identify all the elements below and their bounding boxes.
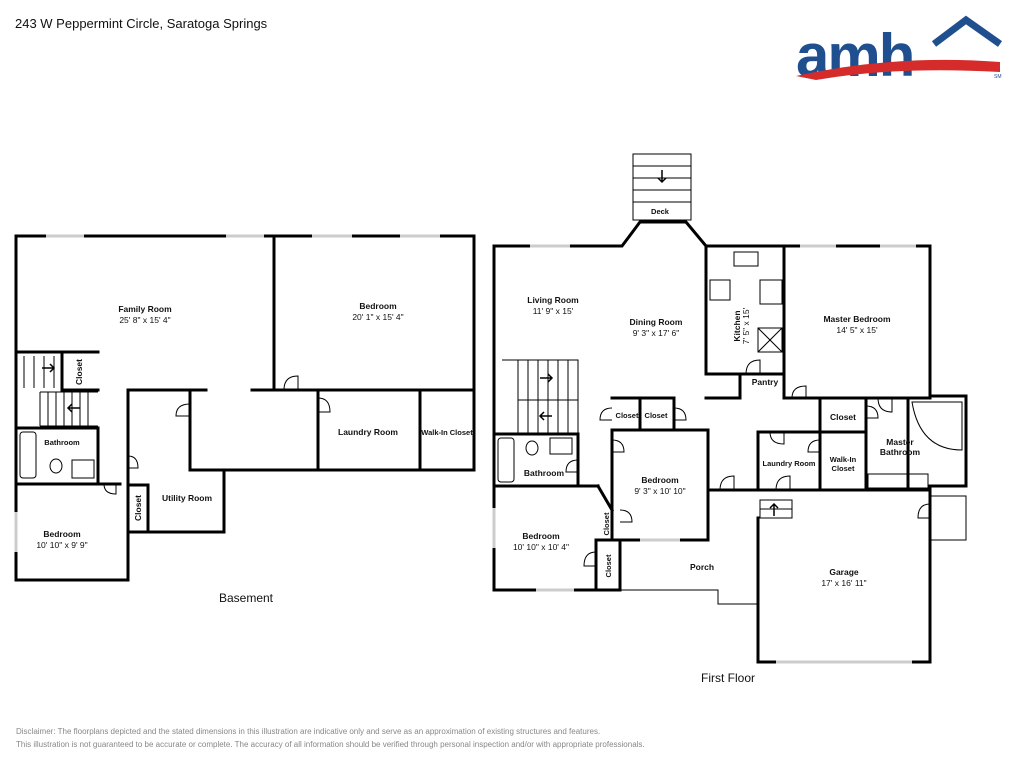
stair-arrow-icon [540, 373, 554, 383]
basement-bedroom-1-dim: 20' 1" x 15' 4" [352, 312, 403, 322]
logo-roof-icon [931, 15, 1003, 47]
disclaimer-line-1: Disclaimer: The floorplans depicted and … [16, 727, 601, 736]
basement-plan: Family Room 25' 8" x 15' 4" Bedroom 20' … [14, 234, 476, 605]
walk-in-closet-label-1: Walk-In [830, 455, 857, 464]
walk-in-closet-label-2: Closet [832, 464, 855, 473]
master-bedroom-dim: 14' 5" x 15' [836, 325, 878, 335]
master-sink-icon [867, 473, 929, 489]
basement-utility-room-label: Utility Room [162, 493, 212, 503]
basement-walk-in-closet-label: Walk-In Closet [421, 428, 473, 437]
dining-room-label: Dining Room [630, 317, 683, 327]
living-room-label: Living Room [527, 295, 579, 305]
dining-room-dim: 9' 3" x 17' 6" [633, 328, 680, 338]
closet-b-label: Closet [645, 411, 668, 420]
first-floor-plan: Deck Living Room 11' 9" x 15' Dining Roo… [492, 153, 968, 685]
bathtub-icon [19, 431, 37, 479]
property-address: 243 W Peppermint Circle, Saratoga Spring… [15, 16, 268, 31]
master-bathroom-label-2: Bathroom [880, 447, 921, 457]
first-floor-bedroom-2-dim: 10' 10" x 10' 4" [513, 542, 569, 552]
sink-icon [549, 437, 573, 455]
deck-label: Deck [651, 207, 670, 216]
stair-arrow-icon [769, 502, 779, 516]
bathtub-icon [497, 437, 515, 483]
master-tub-icon [911, 401, 963, 451]
kitchen-dim: 7' 5" x 15' [741, 307, 751, 344]
closet-c-label: Closet [830, 412, 856, 422]
basement-closet-2-label: Closet [133, 495, 143, 521]
logo-mark: SM [994, 74, 1002, 80]
first-floor-label: First Floor [701, 671, 755, 685]
pantry-label: Pantry [752, 377, 779, 387]
first-floor-bedroom-2-label: Bedroom [522, 531, 560, 541]
toilet-icon [49, 458, 63, 474]
porch-label: Porch [690, 562, 714, 572]
master-bathroom-label-1: Master [886, 437, 914, 447]
basement-family-room-label: Family Room [118, 304, 172, 314]
basement-laundry-room-label: Laundry Room [338, 427, 398, 437]
amh-logo: amh SM [796, 15, 1003, 80]
stair-arrow-icon [538, 411, 552, 421]
kitchen-label: Kitchen [732, 310, 742, 341]
fridge-icon [757, 327, 783, 353]
sink-icon [71, 459, 95, 479]
basement-bedroom-2-label: Bedroom [43, 529, 81, 539]
closet-e-label: Closet [604, 554, 613, 577]
logo-swoosh-icon [796, 59, 1000, 80]
master-bedroom-label: Master Bedroom [823, 314, 891, 324]
living-room-dim: 11' 9" x 15' [533, 306, 574, 316]
closet-d-label: Closet [602, 512, 611, 535]
disclaimer-line-2: This illustration is not guaranteed to b… [16, 740, 645, 749]
deck-stair-arrow-icon [657, 170, 667, 184]
basement-bedroom-1-label: Bedroom [359, 301, 397, 311]
first-floor-bedroom-1-dim: 9' 3" x 10' 10" [634, 486, 685, 496]
closet-a-label: Closet [616, 411, 639, 420]
basement-bedroom-2-dim: 10' 10" x 9' 9" [36, 540, 87, 550]
basement-stairs [23, 356, 98, 427]
stair-arrow-icon [42, 363, 56, 373]
toilet-icon [525, 440, 539, 456]
garage-dim: 17' x 16' 11" [821, 578, 866, 588]
kitchen-sink-icon [733, 251, 759, 267]
counter-icon [709, 279, 731, 301]
garage-label: Garage [829, 567, 859, 577]
first-floor-bedroom-1-label: Bedroom [641, 475, 679, 485]
stove-icon [759, 279, 783, 305]
basement-family-room-dim: 25' 8" x 15' 4" [119, 315, 170, 325]
basement-floor-label: Basement [219, 591, 274, 605]
first-floor-laundry-label: Laundry Room [763, 459, 816, 468]
stair-arrow-icon [66, 403, 80, 413]
first-floor-stairs [502, 359, 793, 519]
basement-closet-1-label: Closet [74, 359, 84, 385]
basement-bathroom-label: Bathroom [44, 438, 80, 447]
first-floor-bathroom-label: Bathroom [524, 468, 565, 478]
